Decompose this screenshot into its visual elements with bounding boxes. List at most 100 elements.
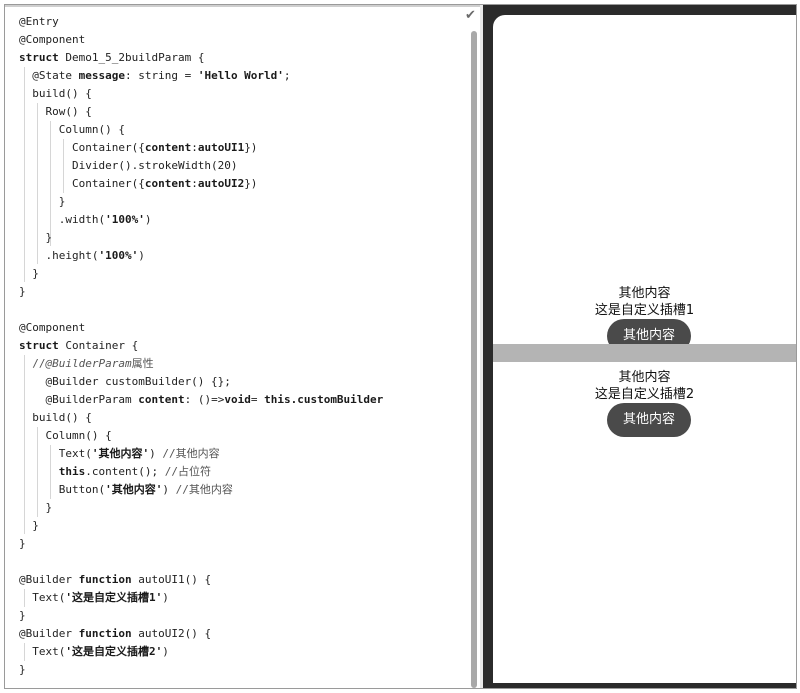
- code-line[interactable]: }: [19, 499, 52, 517]
- code-token: content: [131, 393, 185, 406]
- code-line[interactable]: Column() {: [19, 121, 125, 139]
- code-line[interactable]: @Builder customBuilder() {};: [19, 373, 231, 391]
- device-preview: 其他内容 这是自定义插槽1 其他内容 其他内容 这是自定义插槽2 其他内容: [483, 5, 796, 688]
- code-line[interactable]: }: [19, 265, 39, 283]
- indent-guide: [50, 121, 51, 246]
- device-screen: 其他内容 这是自定义插槽1 其他内容 其他内容 这是自定义插槽2 其他内容: [493, 15, 796, 683]
- code-line[interactable]: //@BuilderParam属性: [19, 355, 153, 373]
- code-token: this: [264, 393, 291, 406]
- code-line[interactable]: build() {: [19, 85, 92, 103]
- code-token: //其他内容: [175, 483, 233, 496]
- code-token: .width(: [19, 213, 106, 226]
- code-line[interactable]: build() {: [19, 409, 92, 427]
- code-token: //占位符: [164, 465, 211, 478]
- code-line[interactable]: @BuilderParam content: ()=>void= this.cu…: [19, 391, 383, 409]
- code-token: }: [19, 663, 26, 676]
- code-token: Row() {: [19, 105, 92, 118]
- indent-guide: [37, 427, 38, 517]
- code-token: autoUI1: [197, 141, 245, 154]
- code-token: }: [19, 195, 66, 208]
- code-token: @Component: [19, 33, 86, 46]
- code-line[interactable]: Button('其他内容') //其他内容: [19, 481, 233, 499]
- code-line[interactable]: }: [19, 535, 26, 553]
- code-token: @Builder: [19, 573, 72, 586]
- code-token: struct: [19, 339, 59, 352]
- code-line[interactable]: Text('这是自定义插槽2'): [19, 643, 169, 661]
- code-token: autoUI2() {: [131, 627, 212, 640]
- code-line[interactable]: @Builder function autoUI1() {: [19, 571, 211, 589]
- slot2-other-content-button[interactable]: 其他内容: [607, 403, 691, 437]
- code-line[interactable]: @Builder function autoUI2() {: [19, 625, 211, 643]
- code-token: Container({: [19, 177, 145, 190]
- code-line[interactable]: .width('100%'): [19, 211, 152, 229]
- indent-guide: [63, 139, 64, 193]
- code-line[interactable]: @Entry: [19, 13, 59, 31]
- code-token: Column() {: [19, 429, 112, 442]
- slot1-custom-slot-text: 这是自定义插槽1: [594, 303, 695, 318]
- code-line[interactable]: this.content(); //占位符: [19, 463, 211, 481]
- code-line[interactable]: .height('100%'): [19, 247, 145, 265]
- code-token: }: [19, 537, 26, 550]
- code-token: ;: [283, 69, 291, 82]
- code-token: @BuilderParam: [45, 357, 132, 370]
- code-token: }): [244, 177, 258, 190]
- code-line[interactable]: @Component: [19, 319, 85, 337]
- code-token: build() {: [19, 411, 92, 424]
- code-line[interactable]: struct Container {: [19, 337, 138, 355]
- code-token: '其他内容': [91, 447, 150, 460]
- code-token: autoUI1() {: [131, 573, 212, 586]
- indent-guide: [37, 103, 38, 264]
- code-token: [19, 465, 59, 478]
- code-line[interactable]: }: [19, 229, 52, 247]
- code-line[interactable]: Container({content:autoUI2}): [19, 175, 257, 193]
- indent-guide: [24, 67, 25, 282]
- code-line[interactable]: }: [19, 607, 26, 625]
- code-line[interactable]: Row() {: [19, 103, 92, 121]
- code-token: '这是自定义插槽1': [65, 591, 163, 604]
- code-token: Column() {: [19, 123, 125, 136]
- slot2-other-content-text: 其他内容: [618, 370, 671, 385]
- code-line[interactable]: }: [19, 283, 26, 301]
- code-line[interactable]: Column() {: [19, 427, 112, 445]
- code-token: @Entry: [19, 15, 59, 28]
- code-token: Button(: [19, 483, 106, 496]
- code-token: :: [191, 177, 198, 190]
- code-token: .content();: [85, 465, 165, 478]
- code-line[interactable]: @Component: [19, 31, 85, 49]
- code-token: ): [162, 483, 176, 496]
- code-token: Divider().strokeWidth(20): [19, 159, 238, 172]
- code-line[interactable]: Text('其他内容') //其他内容: [19, 445, 220, 463]
- code-line[interactable]: }: [19, 661, 26, 679]
- code-token: build() {: [19, 87, 92, 100]
- code-token: function: [71, 573, 132, 586]
- code-editor[interactable]: ✔ @Entry @Component struct Demo1_5_2buildP…: [5, 5, 480, 688]
- code-token: '这是自定义插槽2': [65, 645, 163, 658]
- code-token: .height(: [19, 249, 99, 262]
- code-line[interactable]: Divider().strokeWidth(20): [19, 157, 238, 175]
- code-area[interactable]: @Entry @Component struct Demo1_5_2buildPar…: [5, 5, 470, 688]
- code-token: .customBuilder: [290, 393, 384, 406]
- code-line[interactable]: Text('这是自定义插槽1'): [19, 589, 169, 607]
- code-token: this: [58, 465, 86, 478]
- code-line[interactable]: }: [19, 193, 66, 211]
- code-token: ): [162, 591, 169, 604]
- code-token: void: [224, 393, 251, 406]
- code-token: Container({: [19, 141, 145, 154]
- pane-splitter[interactable]: [480, 5, 483, 688]
- code-token: @BuilderParam: [19, 393, 132, 406]
- code-line[interactable]: Container({content:autoUI1}): [19, 139, 257, 157]
- code-line[interactable]: @State message: string = 'Hello World';: [19, 67, 291, 85]
- code-line[interactable]: struct Demo1_5_2buildParam {: [19, 49, 204, 67]
- code-line[interactable]: }: [19, 517, 39, 535]
- code-token: message: [71, 69, 125, 82]
- code-token: }: [19, 267, 39, 280]
- check-icon[interactable]: ✔: [465, 8, 476, 23]
- code-token: }: [19, 609, 26, 622]
- code-token: }: [19, 519, 39, 532]
- code-token: 'Hello World': [197, 69, 284, 82]
- code-token: }): [244, 141, 258, 154]
- code-token: : ()=>: [184, 393, 225, 406]
- code-token: @Builder customBuilder() {};: [19, 375, 231, 388]
- code-token: ): [138, 249, 145, 262]
- editor-scrollbar[interactable]: [471, 31, 477, 688]
